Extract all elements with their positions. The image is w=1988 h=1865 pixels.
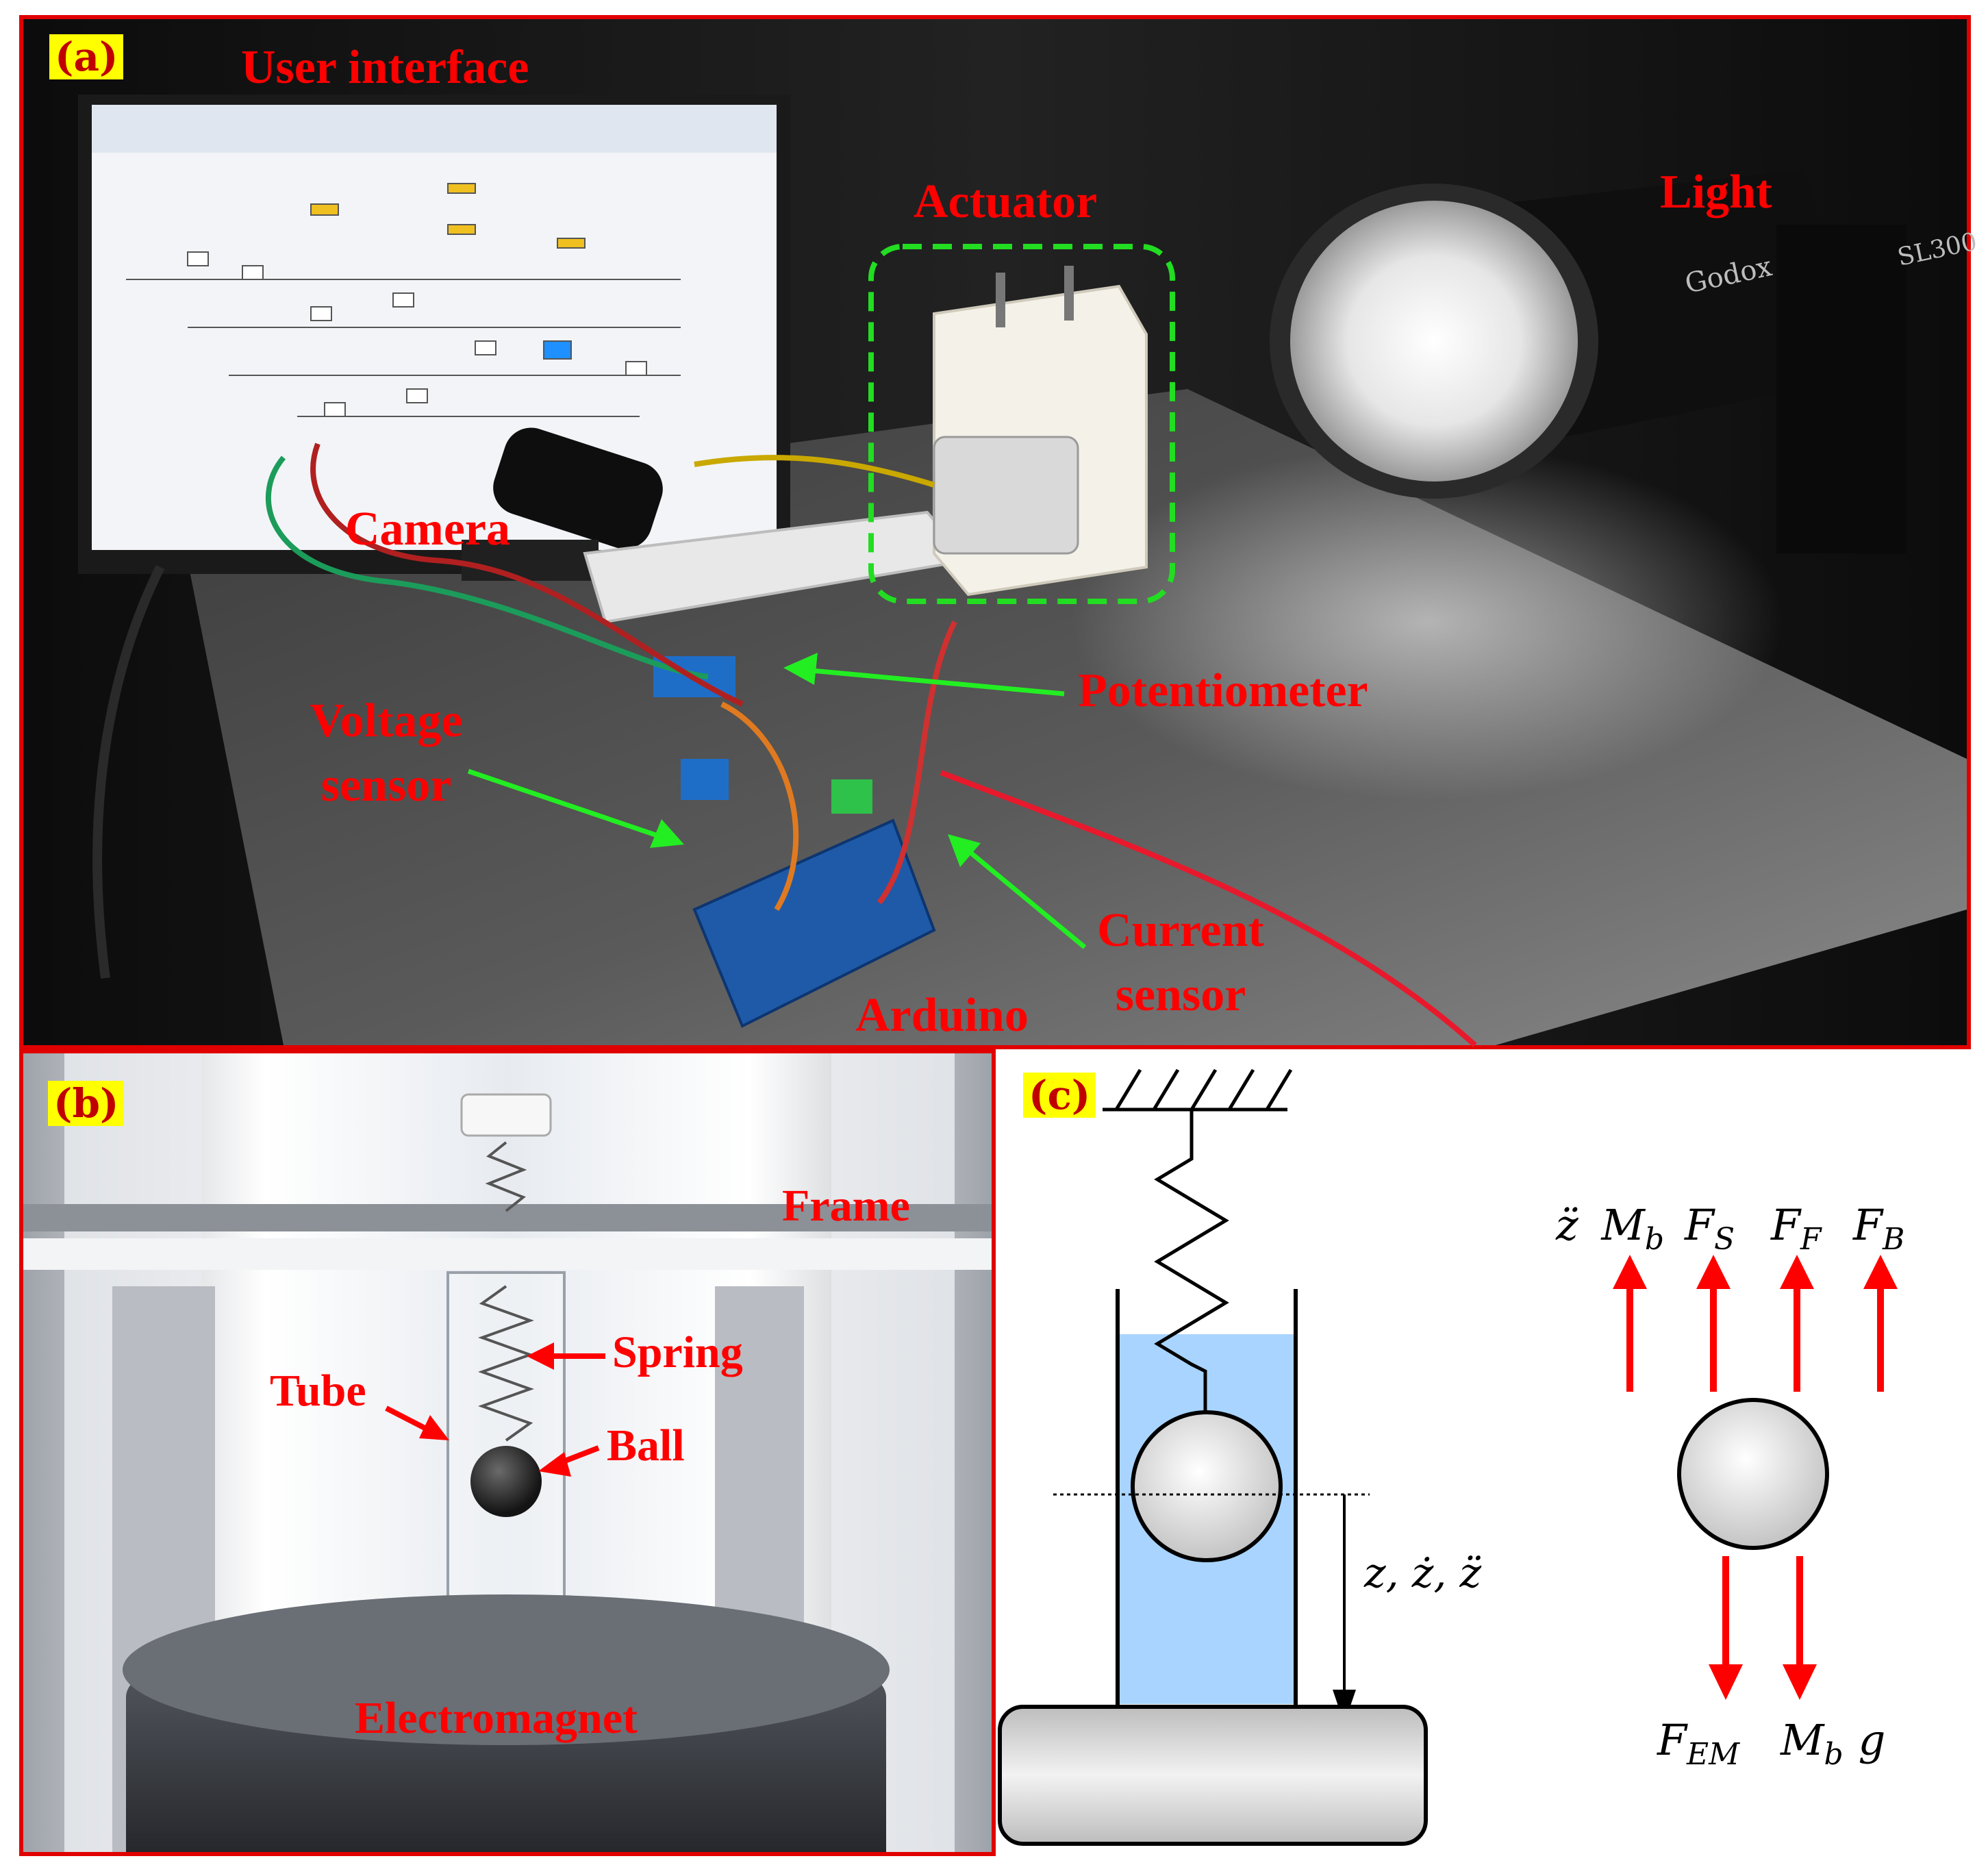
ball-diagram — [1131, 1410, 1283, 1562]
force-label-up-2-main: F — [1684, 1200, 1715, 1250]
force-label-down-1: FEM — [1657, 1715, 1740, 1772]
fbd-force-arrows — [1613, 1255, 1898, 1700]
light-fixture — [1270, 170, 1907, 553]
force-label-up-2: FS — [1684, 1200, 1735, 1257]
light-spot — [1071, 444, 1783, 800]
current-sensor-arrowhead — [948, 834, 981, 867]
force-label-up-3-sub: F — [1800, 1222, 1822, 1257]
panel-b-tag: (b) — [48, 1081, 125, 1126]
simulink-blocks — [126, 183, 681, 417]
camera — [462, 427, 663, 581]
electromagnet-base — [998, 1705, 1428, 1846]
panel-a-tag: (a) — [49, 34, 124, 79]
panel-b-pointer-arrows — [385, 1342, 605, 1477]
spring-zigzag — [1154, 1110, 1229, 1412]
spring-lower — [478, 1285, 534, 1442]
label-actuator: Actuator — [914, 175, 1098, 228]
label-potentiometer: Potentiometer — [1078, 664, 1368, 717]
label-user-interface: User interface — [241, 41, 529, 94]
fbd-ball — [1677, 1398, 1829, 1550]
panel-b: (b) Frame Spring Tube Ball Electromagnet — [19, 1049, 996, 1856]
force-down-2-head — [1783, 1664, 1817, 1700]
spring-mount — [460, 1093, 552, 1137]
label-frame: Frame — [782, 1181, 910, 1231]
label-camera: Camera — [345, 503, 511, 555]
label-ball: Ball — [607, 1420, 685, 1470]
force-label-down-2-sub: b — [1824, 1737, 1843, 1772]
force-label-down-1-sub: EM — [1686, 1737, 1740, 1772]
label-voltage-sensor-line1: Voltage — [310, 694, 463, 747]
panel-a-photo: Godox SL300 — [23, 19, 1980, 1047]
wires — [92, 442, 1477, 1047]
force-label-up-3: FF — [1770, 1200, 1822, 1257]
force-label-up-1: z̈ Mb — [1555, 1200, 1664, 1257]
force-label-up-1-sym: z̈ — [1555, 1200, 1578, 1250]
ball-arrowhead — [538, 1452, 571, 1477]
frame-bar-2 — [23, 1238, 992, 1270]
current-sensor-arrow — [963, 846, 1087, 949]
screen-toolbar — [92, 105, 777, 153]
force-label-down-2-main: M — [1780, 1715, 1825, 1765]
label-spring: Spring — [612, 1327, 743, 1377]
force-up-1-head — [1613, 1255, 1647, 1289]
force-label-up-1-main: M — [1600, 1200, 1646, 1250]
pointer-arrows — [467, 653, 1087, 949]
voltage-sensor-arrowhead — [650, 819, 684, 848]
force-label-down-1-main: F — [1657, 1715, 1688, 1765]
actuator-device — [933, 266, 1148, 597]
tube-arrow — [385, 1405, 433, 1434]
force-label-up-1-sub: b — [1645, 1222, 1664, 1257]
actuator-highlight-box — [868, 244, 1175, 604]
tube-arrowhead — [419, 1415, 449, 1440]
spring-upper — [485, 1141, 527, 1212]
voltage-sensor-arrow — [467, 768, 665, 840]
label-current-sensor-line2: sensor — [1115, 968, 1246, 1021]
panel-c-tag: (c) — [1023, 1073, 1096, 1118]
fixed-support — [1103, 1068, 1293, 1112]
label-voltage-sensor-line2: sensor — [320, 759, 452, 812]
force-label-up-2-sub: S — [1714, 1222, 1735, 1257]
label-tube: Tube — [270, 1366, 366, 1416]
panel-a: Godox SL300 (a) User int — [19, 15, 1980, 1049]
motion-label: z, ż, z̈ — [1363, 1549, 1482, 1597]
force-label-up-4-sub: B — [1882, 1222, 1904, 1257]
ball — [470, 1446, 542, 1517]
label-electromagnet: Electromagnet — [355, 1693, 638, 1743]
force-down-1-head — [1709, 1664, 1743, 1700]
panel-b-photo — [23, 1053, 992, 1852]
force-label-up-3-main: F — [1770, 1200, 1802, 1250]
potentiometer-arrow — [803, 667, 1065, 697]
potentiometer-arrowhead — [783, 653, 818, 685]
force-up-2-head — [1696, 1255, 1731, 1289]
electromagnet-top — [123, 1594, 890, 1745]
label-current-sensor-line1: Current — [1097, 904, 1264, 957]
label-light: Light — [1660, 166, 1772, 218]
force-label-up-4-main: F — [1852, 1200, 1884, 1250]
force-up-3-head — [1780, 1255, 1814, 1289]
force-label-down-2-tail: g — [1859, 1715, 1886, 1765]
label-arduino: Arduino — [855, 989, 1029, 1042]
force-label-up-4: FB — [1852, 1200, 1904, 1257]
force-up-4-head — [1863, 1255, 1898, 1289]
spring-arrowhead — [527, 1342, 554, 1370]
